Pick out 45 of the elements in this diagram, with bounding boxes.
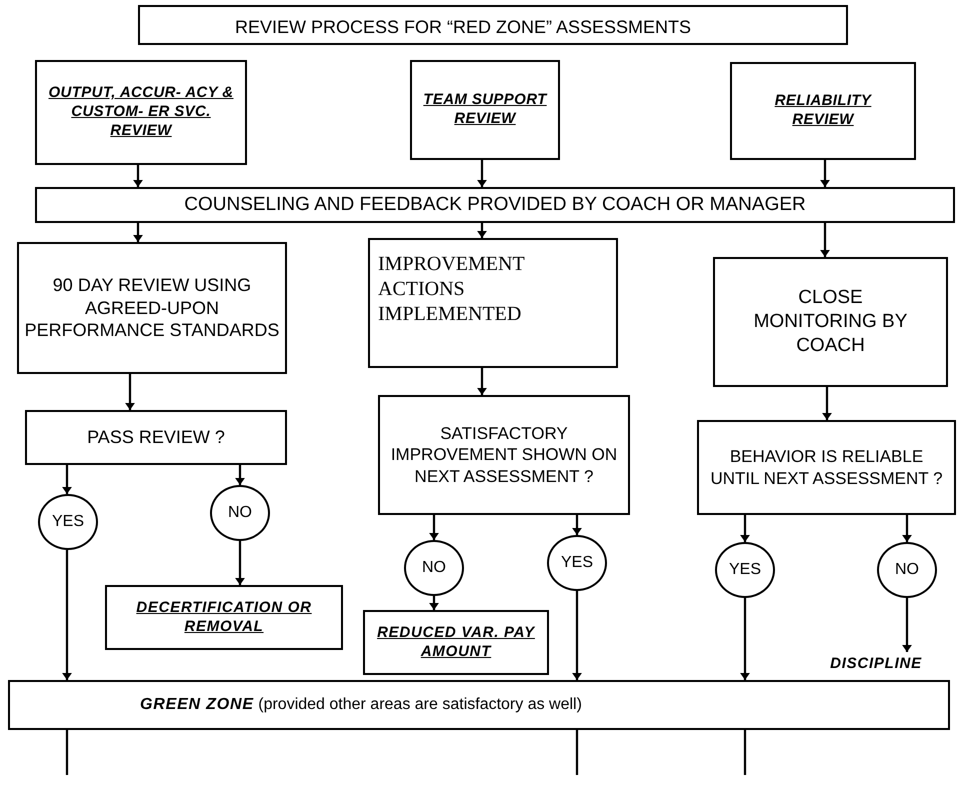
arrow [902,515,912,542]
arrow [572,591,582,680]
no-circle: NO [210,485,270,541]
arrow [820,160,830,187]
arrow [235,541,245,585]
decision-box: PASS REVIEW ? [25,410,287,465]
connector-line [66,730,68,775]
decision-box: SATISFACTORY IMPROVEMENT SHOWN ON NEXT ASSESSMENT ? [378,395,630,515]
outcome-text: DISCIPLINE [808,652,944,676]
arrow [572,515,582,535]
arrow [429,596,439,610]
arrow [62,465,72,494]
review-heading-box: RELIABILITY REVIEW [730,62,916,160]
title-box: REVIEW PROCESS FOR “RED ZONE” ASSESSMENTS [138,5,848,45]
arrow [62,550,72,680]
result-bar: GREEN ZONE (provided other areas are satisfactory as well) [8,680,950,730]
process-box: 90 DAY REVIEW USING AGREED-UPON PERFORMANCE STANDARDS [17,242,287,374]
arrow [133,165,143,187]
outcome-box: REDUCED VAR. PAY AMOUNT [363,610,549,675]
arrow [235,465,245,485]
arrow [477,368,487,395]
arrow [429,515,439,540]
process-box: IMPROVEMENT ACTIONS IMPLEMENTED [368,238,618,368]
arrow [125,374,135,410]
connector-line [576,730,578,775]
process-bar: COUNSELING AND FEEDBACK PROVIDED BY COACH OR MANAGER [35,187,955,223]
review-heading-box: OUTPUT, ACCUR- ACY & CUSTOM- ER SVC. REVIEW [35,60,247,165]
arrow [133,223,143,242]
review-heading-box: TEAM SUPPORT REVIEW [410,60,560,160]
arrow [740,515,750,542]
decision-box: BEHAVIOR IS RELIABLE UNTIL NEXT ASSESSMENT ? [697,420,956,515]
yes-circle: YES [547,535,607,591]
process-box: CLOSE MONITORING BY COACH [713,257,948,387]
arrow [822,387,832,420]
arrow [477,160,487,187]
arrow [740,598,750,680]
yes-circle: YES [38,494,98,550]
no-circle: NO [404,540,464,596]
no-circle: NO [877,542,937,598]
connector-line [744,730,746,775]
yes-circle: YES [715,542,775,598]
arrow [477,223,487,238]
arrow [902,598,912,652]
arrow [820,223,830,257]
outcome-box: DECERTIFICATION OR REMOVAL [105,585,343,650]
